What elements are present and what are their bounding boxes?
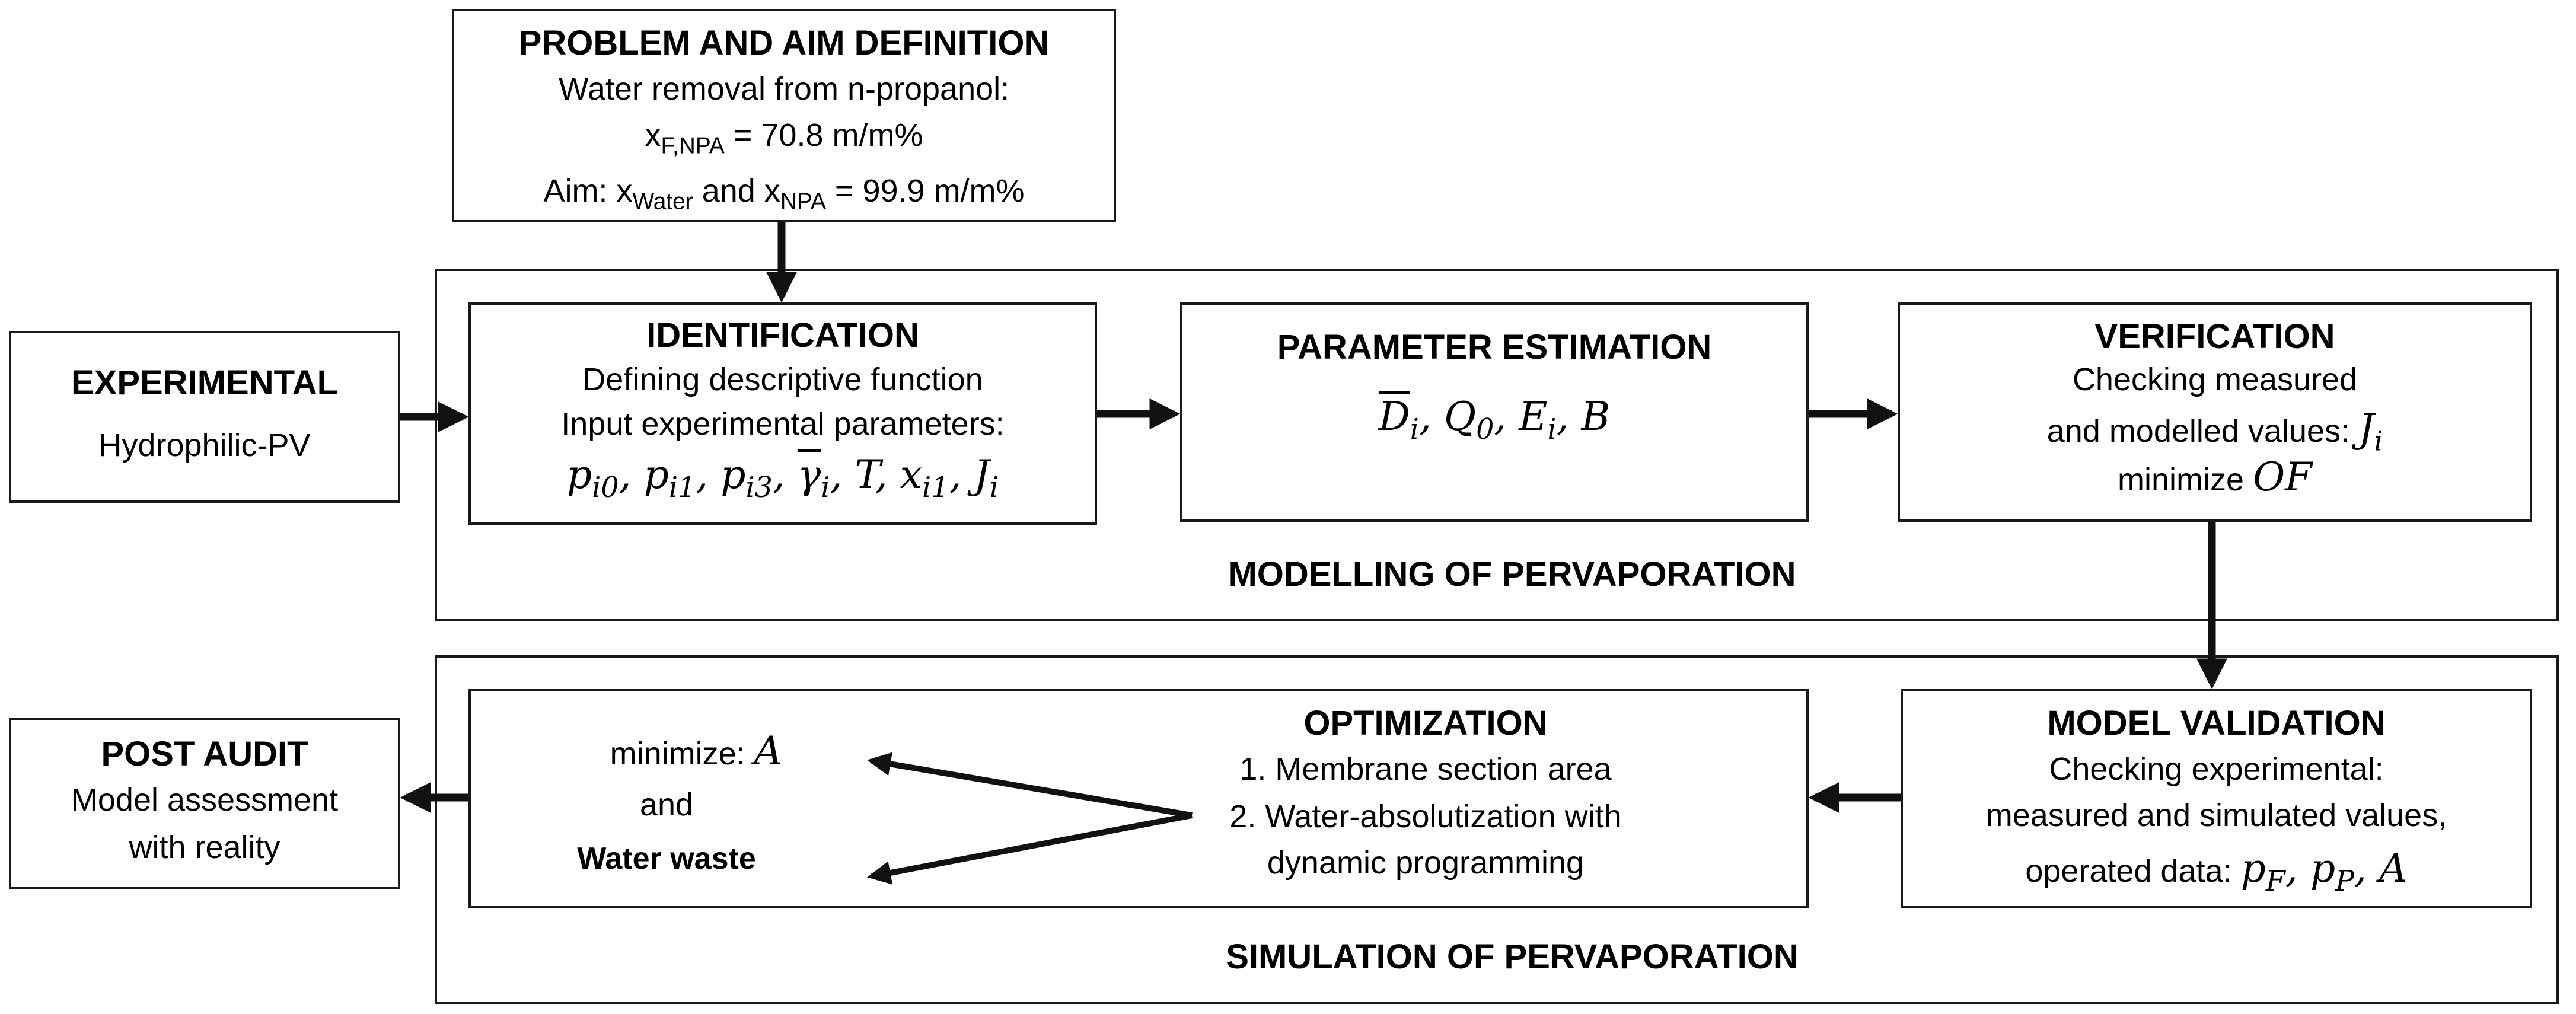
model-validation-line2: measured and simulated values, (1985, 798, 2447, 833)
problem-line1: Water removal from n-propanol: (558, 71, 1010, 107)
optimization-box: OPTIMIZATION 1. Membrane section area 2.… (468, 689, 1809, 908)
problem-title: PROBLEM AND AIM DEFINITION (518, 24, 1050, 62)
modelling-group-label: MODELLING OF PERVAPORATION (1228, 555, 1796, 594)
simulation-group-frame (435, 655, 2559, 1004)
parameter-estimation-params: Di, Q0, Ei, B (1378, 394, 1611, 447)
post-audit-line2: with reality (129, 830, 280, 865)
parameter-estimation-title: PARAMETER ESTIMATION (1277, 328, 1712, 366)
optimization-minimize: minimize: A (610, 728, 783, 774)
verification-box: VERIFICATION Checking measured and model… (1898, 302, 2532, 522)
optimization-item2-line2: dynamic programming (1267, 845, 1585, 881)
verification-line1: Checking measured (2072, 362, 2358, 397)
problem-feed-line: xF,NPA = 70.8 m/m% (645, 117, 923, 159)
identification-title: IDENTIFICATION (646, 316, 919, 355)
verification-title: VERIFICATION (2094, 317, 2335, 356)
experimental-title: EXPERIMENTAL (71, 363, 339, 402)
problem-aim-box: PROBLEM AND AIM DEFINITION Water removal… (452, 9, 1116, 222)
experimental-box: EXPERIMENTAL Hydrophilic-PV (9, 331, 400, 503)
simulation-group-label: SIMULATION OF PERVAPORATION (1226, 938, 1799, 976)
model-validation-line1: Checking experimental: (2049, 751, 2384, 787)
experimental-body: Hydrophilic-PV (98, 428, 311, 463)
identification-box: IDENTIFICATION Defining descriptive func… (468, 302, 1097, 525)
model-validation-box: MODEL VALIDATION Checking experimental: … (1901, 689, 2532, 908)
optimization-item1: 1. Membrane section area (1239, 751, 1612, 787)
identification-line2: Input experimental parameters: (561, 406, 1005, 442)
verification-line2: and modelled values: Ji (2046, 406, 2383, 457)
arrow-objectives-to-minimize-area (867, 752, 1193, 818)
problem-aim-line: Aim: xWater and xNPA = 99.9 m/m% (543, 173, 1025, 215)
identification-params: pi0, pi1, pi3, γi, T, xi1, Ji (566, 452, 999, 505)
parameter-estimation-box: PARAMETER ESTIMATION Di, Q0, Ei, B (1180, 302, 1809, 522)
model-validation-title: MODEL VALIDATION (2047, 704, 2386, 742)
verification-line3: minimize OF (2118, 454, 2312, 500)
optimization-title: OPTIMIZATION (1303, 704, 1548, 742)
optimization-water-waste: Water waste (577, 841, 756, 876)
identification-line1: Defining descriptive function (582, 362, 983, 397)
post-audit-line1: Model assessment (71, 782, 339, 818)
post-audit-box: POST AUDIT Model assessment with reality (9, 718, 400, 889)
model-validation-line3: operated data: pF, pP, A (2025, 846, 2408, 898)
modelling-group-frame (435, 269, 2559, 621)
arrow-objectives-to-water-waste (867, 812, 1193, 885)
optimization-and: and (639, 787, 694, 822)
post-audit-title: POST AUDIT (101, 735, 308, 773)
optimization-item2-line1: 2. Water-absolutization with (1229, 799, 1622, 834)
